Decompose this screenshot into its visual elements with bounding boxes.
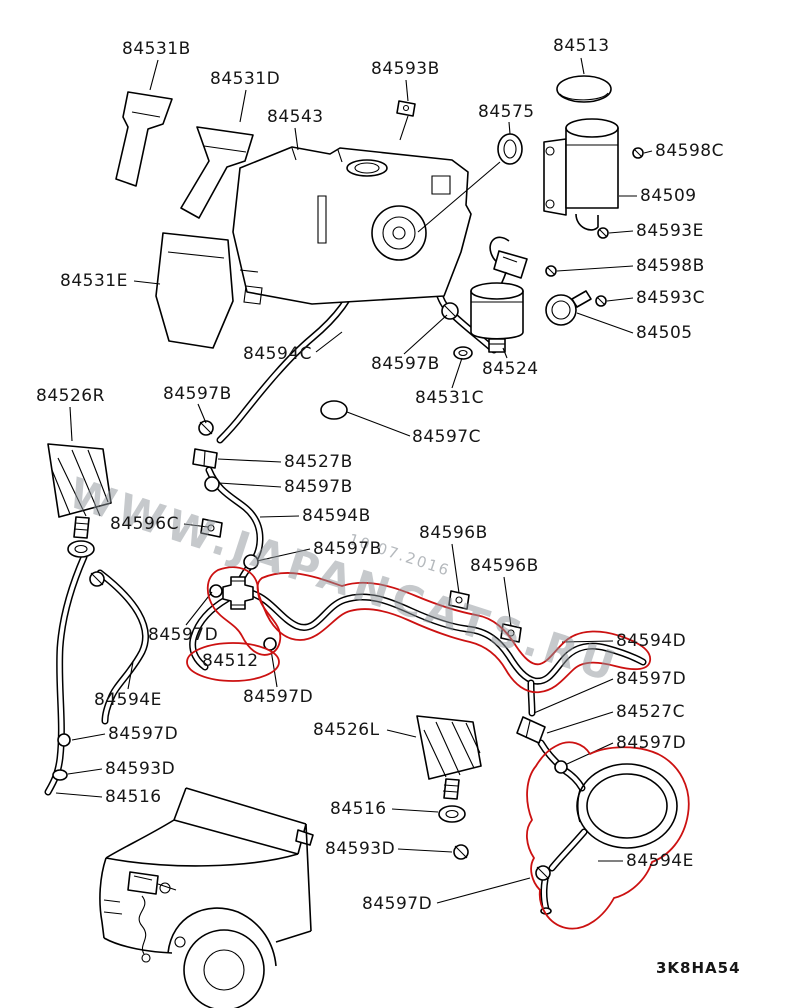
diagram-code: 3K8HA54 — [656, 959, 741, 977]
clamp-84505-drawing — [545, 290, 592, 326]
part-label-84593B: 84593B — [371, 59, 440, 79]
part-label-84597D-4: 84597D — [243, 687, 314, 707]
part-label-84594E-2: 84594E — [626, 851, 694, 871]
part-label-84598C: 84598C — [655, 141, 724, 161]
part-label-84526R: 84526R — [36, 386, 105, 406]
part-label-84524: 84524 — [482, 359, 539, 379]
part-label-84594C: 84594C — [243, 344, 312, 364]
part-label-84597C: 84597C — [412, 427, 481, 447]
part-label-84597B-2: 84597B — [163, 384, 232, 404]
part-label-84516-1: 84516 — [105, 787, 162, 807]
leader-lines — [55, 57, 653, 904]
part-label-84597B-3: 84597B — [284, 477, 353, 497]
part-label-84531C: 84531C — [415, 388, 484, 408]
vehicle-outline-drawing — [99, 787, 314, 1008]
part-label-84597D-1: 84597D — [148, 625, 219, 645]
reservoir-84509-drawing — [543, 118, 619, 231]
part-label-84596C: 84596C — [110, 514, 179, 534]
highlight-outlines — [186, 566, 690, 930]
screw-84593C-icon — [595, 295, 607, 307]
grommet-84575-drawing — [497, 133, 523, 165]
clip-84593B-drawing — [396, 100, 416, 117]
part-label-84593C: 84593C — [636, 288, 705, 308]
part-label-84594B: 84594B — [302, 506, 371, 526]
part-label-84527C: 84527C — [616, 702, 685, 722]
screw-84598C-icon — [632, 147, 644, 159]
part-label-84513: 84513 — [553, 36, 610, 56]
pump-84524-drawing — [441, 236, 528, 360]
cap-84513-drawing — [556, 75, 612, 103]
part-label-84597B-1: 84597B — [371, 354, 440, 374]
part-label-84593D-2: 84593D — [325, 839, 396, 859]
screw-84593E-icon — [597, 227, 609, 239]
part-label-84597B-4: 84597B — [313, 539, 382, 559]
part-label-84516-2: 84516 — [330, 799, 387, 819]
part-label-84598B: 84598B — [636, 256, 705, 276]
part-label-84593E: 84593E — [636, 221, 704, 241]
bracket-84531D-drawing — [180, 126, 254, 219]
nozzle-84526R-drawing — [47, 443, 112, 587]
panel-84531E-drawing — [155, 232, 234, 349]
part-label-84594D: 84594D — [616, 631, 687, 651]
part-label-84597D-6: 84597D — [362, 894, 433, 914]
part-label-84526L: 84526L — [313, 720, 380, 740]
washer-tank-drawing — [232, 115, 501, 305]
bracket-84531B-drawing — [115, 91, 173, 187]
part-label-84597D-2: 84597D — [616, 669, 687, 689]
part-label-84543: 84543 — [267, 107, 324, 127]
screw-84598B-icon — [545, 265, 557, 277]
part-label-84597D-5: 84597D — [108, 724, 179, 744]
part-label-84596B-2: 84596B — [470, 556, 539, 576]
part-label-84531B: 84531B — [122, 39, 191, 59]
part-label-84575: 84575 — [478, 102, 535, 122]
tjoint-84512-drawing — [222, 576, 254, 610]
part-label-84593D-1: 84593D — [105, 759, 176, 779]
part-label-84531D: 84531D — [210, 69, 281, 89]
part-label-84527B: 84527B — [284, 452, 353, 472]
part-label-84505: 84505 — [636, 323, 693, 343]
part-label-84594E-1: 84594E — [94, 690, 162, 710]
part-label-84596B-1: 84596B — [419, 523, 488, 543]
part-label-84597D-3: 84597D — [616, 733, 687, 753]
part-label-84531E: 84531E — [60, 271, 128, 291]
part-label-84509: 84509 — [640, 186, 697, 206]
hose-clips-drawing — [52, 400, 568, 915]
nozzle-84526L-drawing — [416, 715, 482, 860]
part-label-84512: 84512 — [202, 651, 259, 671]
